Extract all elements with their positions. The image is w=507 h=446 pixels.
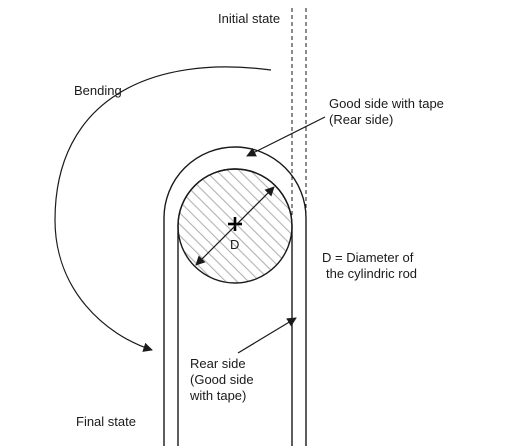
diameter-definition-line2: the cylindric rod bbox=[326, 266, 417, 281]
good-side-label-line2: (Rear side) bbox=[329, 112, 393, 127]
bent-sample-inner bbox=[177, 168, 293, 446]
bending-label: Bending bbox=[74, 83, 122, 98]
initial-state-label: Initial state bbox=[218, 11, 280, 26]
rear-side-label-line1: Rear side bbox=[190, 356, 246, 371]
diameter-definition-line1: D = Diameter of bbox=[322, 250, 414, 265]
rear-side-label-line3: with tape) bbox=[189, 388, 246, 403]
final-state-label: Final state bbox=[76, 414, 136, 429]
good-side-label-line1: Good side with tape bbox=[329, 96, 444, 111]
diameter-symbol-label: D bbox=[230, 237, 239, 252]
rear-side-leader-arrow bbox=[237, 317, 297, 354]
good-side-leader-arrow bbox=[246, 116, 326, 157]
bent-sample-outer bbox=[163, 146, 307, 446]
rear-side-label-line2: (Good side bbox=[190, 372, 254, 387]
bending-arrow bbox=[54, 66, 272, 352]
diameter-arrow bbox=[195, 186, 275, 266]
